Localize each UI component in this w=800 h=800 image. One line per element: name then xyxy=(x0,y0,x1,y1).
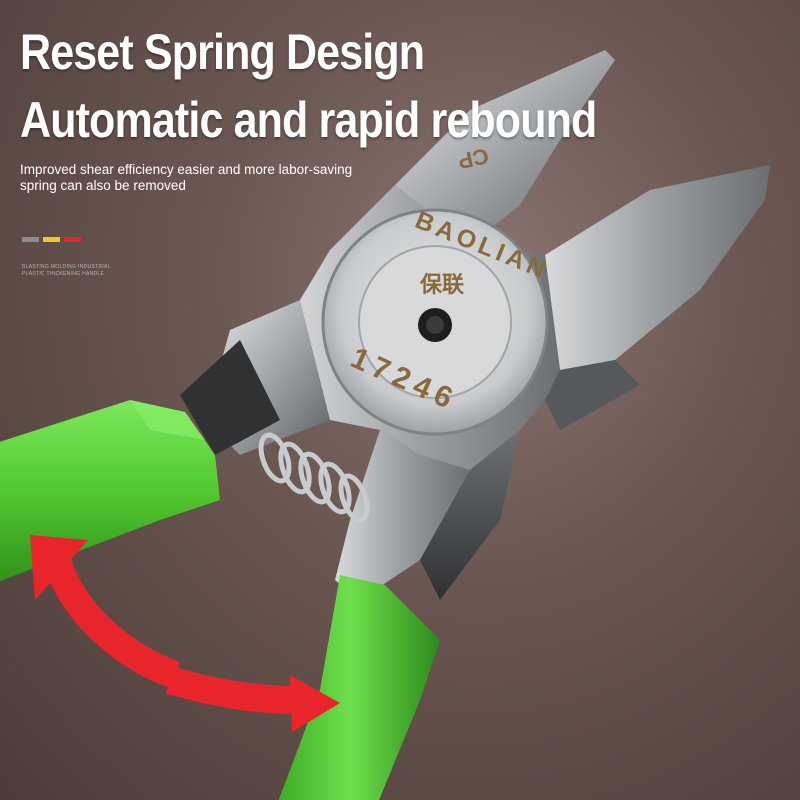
upper-blade xyxy=(395,50,615,245)
brand-cn-engraving: 保联 xyxy=(419,273,464,298)
lower-blade-edge xyxy=(545,360,640,430)
jaw-shadow xyxy=(180,340,280,455)
reset-spring xyxy=(258,432,370,523)
dash-gray xyxy=(22,237,39,242)
headline-line-1: Reset Spring Design xyxy=(20,24,425,80)
lower-blade xyxy=(545,165,770,370)
dash-indicator xyxy=(22,237,81,242)
swap-arrows-icon xyxy=(30,535,340,732)
dash-red xyxy=(64,237,81,242)
upper-handle xyxy=(0,400,220,582)
lower-arm-shadow xyxy=(420,430,520,600)
fine-print: BLASTING MOLDING INDUSTRIAL PLASTIC THIC… xyxy=(22,264,172,278)
lower-arm xyxy=(335,430,470,600)
fine-print-line-1: BLASTING MOLDING INDUSTRIAL xyxy=(22,264,111,270)
lower-handle xyxy=(278,575,440,800)
dash-yellow xyxy=(43,237,60,242)
upper-handle-highlight xyxy=(130,400,205,440)
subtitle: Improved shear efficiency easier and mor… xyxy=(20,162,353,193)
headline-line-2: Automatic and rapid rebound xyxy=(20,92,597,148)
pivot-hole-inner xyxy=(426,316,444,334)
cp-mark: CP xyxy=(456,143,491,174)
fine-print-line-2: PLASTIC THICKENING HANDLE xyxy=(22,271,105,277)
